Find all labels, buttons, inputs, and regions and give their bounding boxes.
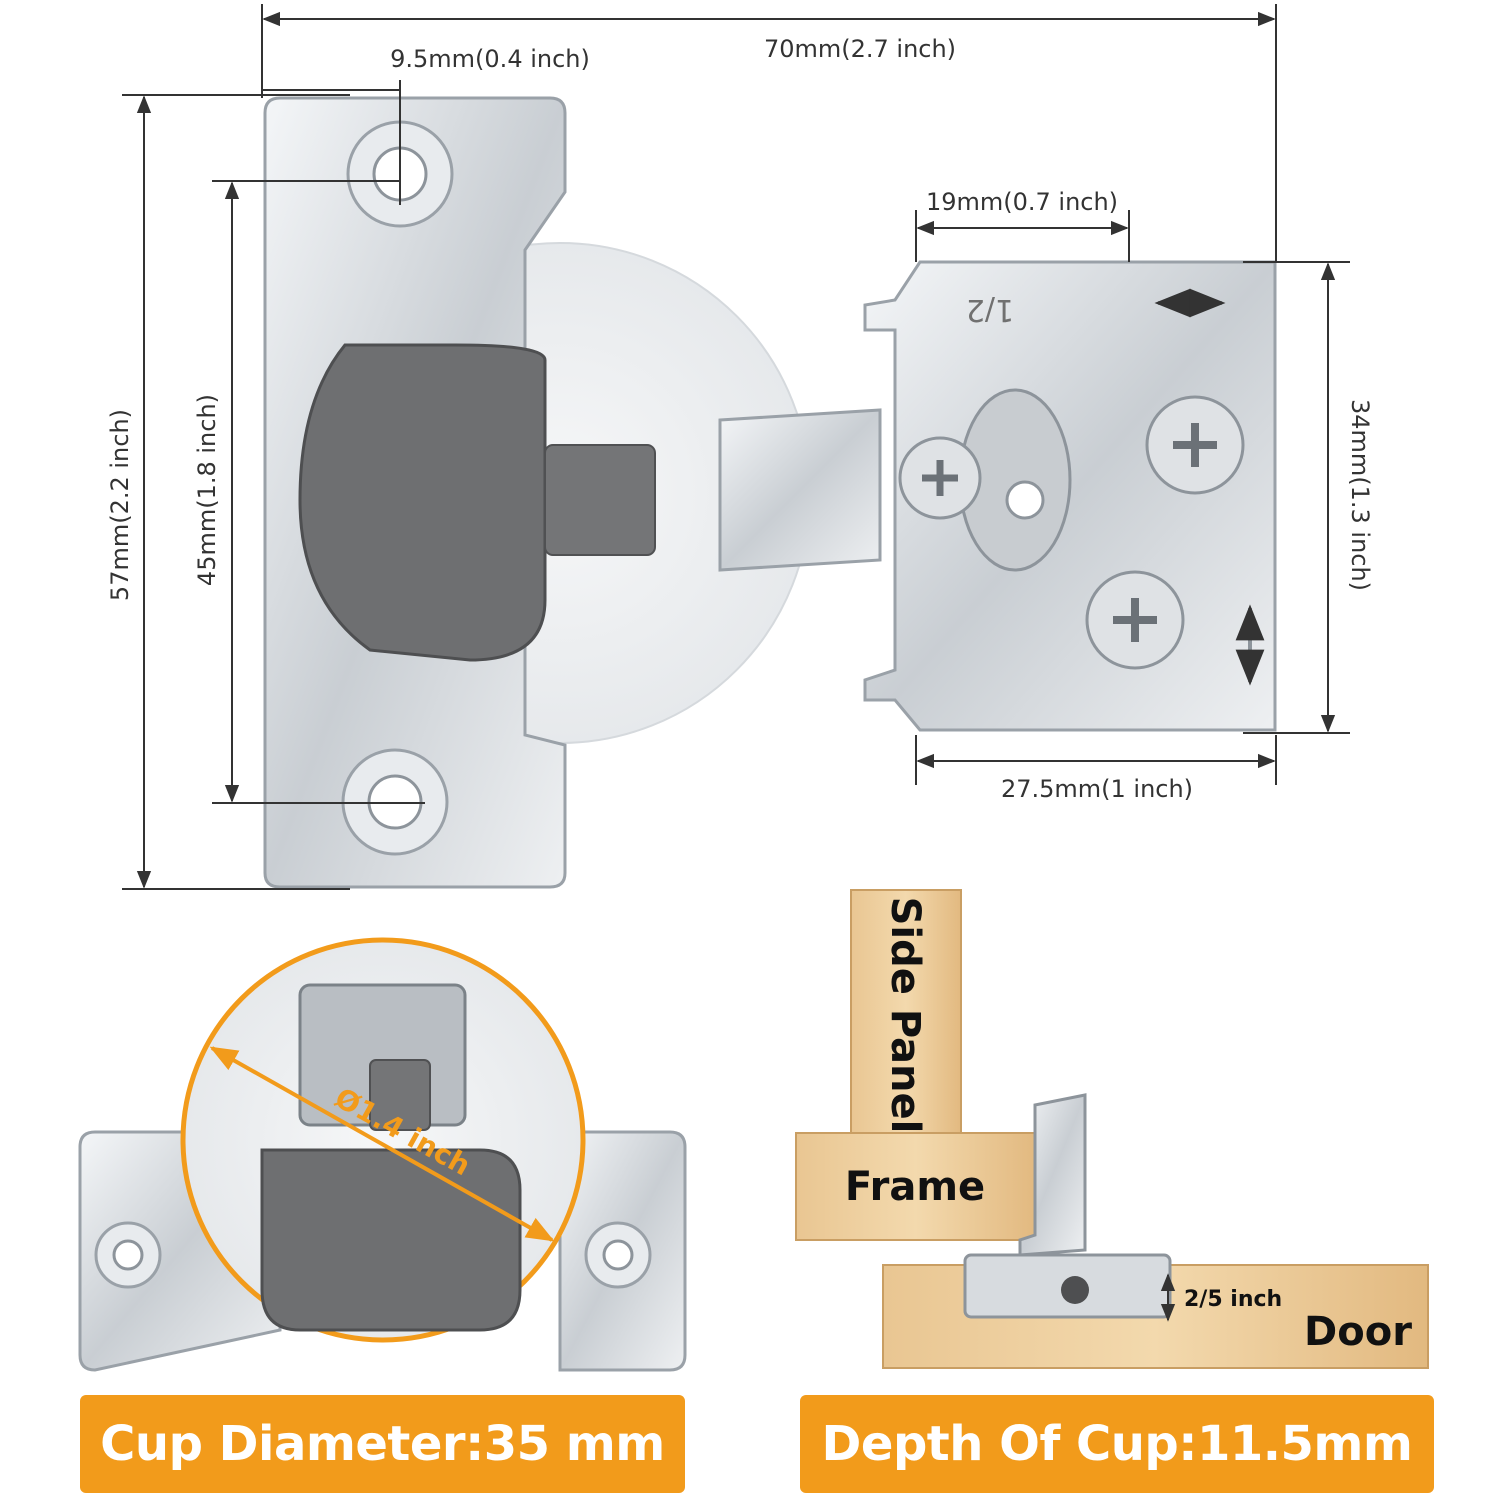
dimension-labels: 70mm(2.7 inch) 9.5mm(0.4 inch) 19mm(0.7 …	[106, 35, 1374, 803]
cup-detail-view: Ø1.4 inch	[78, 937, 687, 1372]
cup-hole-right	[584, 1221, 652, 1289]
screw-bottom-icon	[1085, 570, 1185, 670]
dimension-lines	[122, 4, 1350, 890]
hinge-front-view: 1/2	[263, 96, 1277, 889]
frame-board	[795, 1132, 1037, 1241]
plate-height-label: 57mm(2.2 inch)	[106, 409, 134, 601]
screw-left-icon	[898, 436, 982, 520]
damper-cap	[298, 343, 547, 662]
hole-offset-label: 9.5mm(0.4 inch)	[390, 45, 590, 73]
frame-label: Frame	[845, 1164, 985, 1210]
depth-label: 2/5 inch	[1184, 1287, 1282, 1312]
damper-piston	[544, 444, 656, 556]
cup-hole-left	[94, 1221, 162, 1289]
door-label: Door	[1304, 1309, 1412, 1355]
cup-diameter-arrow	[209, 1046, 555, 1242]
overall-width-label: 70mm(2.7 inch)	[764, 35, 956, 63]
cup-damper	[260, 1148, 522, 1332]
cup-diameter-banner: Cup Diameter:35 mm	[80, 1395, 685, 1493]
hole-spacing-label: 45mm(1.8 inch)	[193, 394, 221, 586]
screw-top-right-icon	[1145, 395, 1245, 495]
side-panel-board	[850, 889, 962, 1134]
arm-length-label: 27.5mm(1 inch)	[1001, 775, 1193, 803]
side-panel-label: Side Panel	[882, 897, 928, 1134]
arm-marking: 1/2	[966, 292, 1014, 327]
arm-width-top-label: 19mm(0.7 inch)	[926, 188, 1118, 216]
install-view: 2/5 inch Side Panel Frame Door	[795, 889, 1429, 1369]
hinge-arm-link	[718, 408, 882, 572]
cup-depth-banner: Depth Of Cup:11.5mm	[800, 1395, 1434, 1493]
arm-height-label: 34mm(1.3 inch)	[1346, 399, 1374, 591]
